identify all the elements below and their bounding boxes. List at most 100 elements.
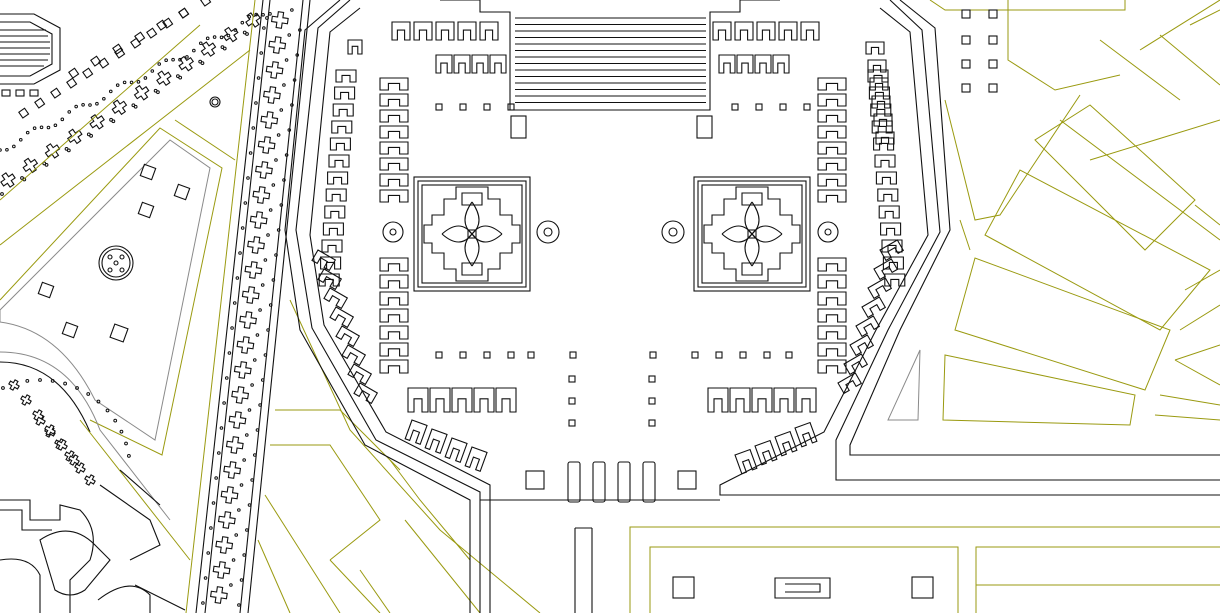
marker <box>739 351 747 359</box>
tree-dot <box>256 76 261 80</box>
cell <box>879 239 905 262</box>
cell <box>489 54 507 74</box>
tree-dot <box>245 32 249 36</box>
central-palace-complex <box>284 0 1220 613</box>
tree-cross <box>66 128 83 145</box>
marker <box>507 103 515 111</box>
tree-dot <box>200 61 205 65</box>
tree-dot <box>295 53 300 57</box>
tree-dot <box>238 251 242 255</box>
tree-cross <box>0 172 16 188</box>
cell <box>855 315 881 338</box>
cell <box>341 344 367 367</box>
diagonal-square-row <box>18 0 212 119</box>
cell <box>404 419 428 445</box>
tree-cross <box>249 211 268 229</box>
pavilion-frame <box>693 176 811 292</box>
tree-dot <box>105 408 110 413</box>
tree-dot <box>242 553 247 557</box>
cell <box>435 54 453 74</box>
tree-dot <box>157 62 162 66</box>
tree-dot <box>86 392 91 396</box>
post <box>988 9 998 19</box>
tree-cross <box>241 286 260 304</box>
tree-dot <box>290 103 294 107</box>
tree-cross <box>228 411 247 429</box>
cell <box>325 188 347 202</box>
tree-dot <box>290 8 294 12</box>
pavilion-frame <box>417 180 527 288</box>
marker <box>459 103 467 111</box>
square-marker <box>50 87 62 99</box>
tree-cross <box>220 486 239 504</box>
marker <box>483 351 491 359</box>
square-marker <box>90 55 102 67</box>
square-marker <box>112 43 124 55</box>
tree-dot <box>239 483 244 487</box>
tree-cross <box>200 41 217 57</box>
cell <box>754 54 772 74</box>
square-marker <box>68 67 80 79</box>
tree-dot <box>235 276 240 280</box>
tree-dot <box>282 178 286 182</box>
pavilion-detail <box>464 233 480 267</box>
tree-dot <box>284 58 289 62</box>
tree-dot <box>96 399 101 404</box>
cell <box>379 93 409 107</box>
tree-dot <box>243 201 248 205</box>
cell <box>379 109 409 123</box>
pavilion-detail <box>741 262 763 276</box>
tree-dot <box>239 578 244 582</box>
tree-cross <box>231 386 250 404</box>
post <box>988 83 998 93</box>
marker <box>435 103 443 111</box>
tree-cross <box>32 409 44 421</box>
cell <box>873 113 893 127</box>
cell <box>861 296 887 319</box>
pavilion-frame <box>697 180 807 288</box>
cell <box>875 171 897 185</box>
cell <box>495 387 517 413</box>
marker <box>731 103 739 111</box>
tree-dot <box>205 36 210 41</box>
cell <box>332 103 354 117</box>
tree-cross <box>217 511 236 529</box>
cell <box>329 137 351 151</box>
cell <box>324 205 346 219</box>
marker <box>755 103 763 111</box>
cell <box>817 125 847 139</box>
tree-dot <box>0 148 2 152</box>
pavilion-detail <box>741 192 763 206</box>
cell <box>774 430 798 457</box>
pavilion-frame <box>421 184 523 284</box>
tree-cross <box>265 61 284 79</box>
cell <box>871 120 893 134</box>
marker <box>527 351 535 359</box>
tree-dot <box>38 378 42 382</box>
cell <box>817 77 847 91</box>
tree-dot <box>260 283 265 287</box>
cell <box>869 77 889 91</box>
tree-dot <box>53 123 58 128</box>
tree-dot <box>227 351 232 355</box>
tree-dot <box>25 378 30 383</box>
tree-dot <box>260 378 265 382</box>
tree-dot <box>237 508 241 512</box>
cell <box>379 77 409 91</box>
tree-dot <box>229 583 233 587</box>
tree-cross <box>20 394 32 406</box>
tree-dot <box>1 386 5 390</box>
post <box>961 35 971 45</box>
cell <box>878 205 900 219</box>
cell <box>817 342 847 357</box>
square-marker <box>34 97 46 109</box>
square-marker <box>130 37 142 49</box>
tree-dot <box>282 83 286 87</box>
cell <box>347 363 373 386</box>
tree-cross <box>68 454 80 466</box>
post <box>961 83 971 93</box>
pavilion-detail <box>461 262 483 276</box>
cell <box>877 188 899 202</box>
pavilion-detail <box>464 201 480 235</box>
cell <box>817 359 847 374</box>
